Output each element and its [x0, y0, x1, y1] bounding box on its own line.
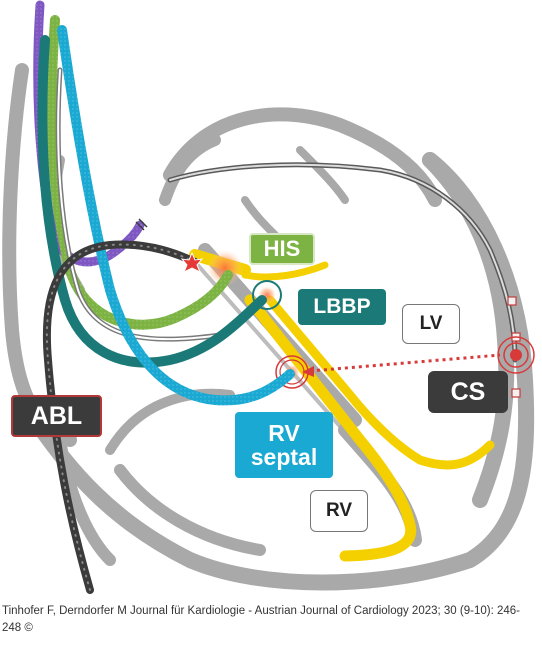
cs-to-septal-line [309, 353, 501, 373]
cs-label: CS [428, 371, 508, 413]
ablation-spark-icon [180, 251, 204, 274]
lv-label: LV [402, 304, 460, 344]
abl-label: ABL [11, 395, 102, 437]
rv-septal-label-line2: septal [250, 444, 318, 470]
figure-caption: Tinhofer F, Derndorfer M Journal für Kar… [2, 605, 520, 634]
rv-label: RV [310, 490, 368, 532]
dotted-line-arrowhead [302, 366, 314, 377]
cs-target [497, 336, 535, 374]
lbbp-lead [37, 35, 267, 368]
heart-pacing-diagram [2, 0, 535, 594]
purple-lead-tip-icon [135, 218, 148, 231]
rv-septal-label-line1: RV [268, 419, 300, 446]
his-target-glow [207, 250, 243, 286]
rv-septal-label: RV septal [235, 412, 333, 478]
his-label: HIS [249, 233, 315, 265]
lbbp-label: LBBP [298, 289, 386, 325]
